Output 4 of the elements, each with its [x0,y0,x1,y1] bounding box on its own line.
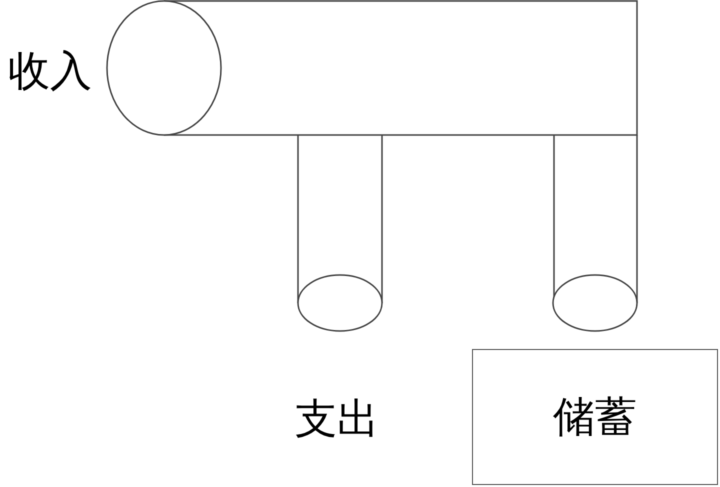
pipe-label: 收入 [8,50,92,92]
pipe-label: 支出 [295,398,379,440]
container-box [472,349,718,485]
box-label: 储蓄 [553,396,637,438]
